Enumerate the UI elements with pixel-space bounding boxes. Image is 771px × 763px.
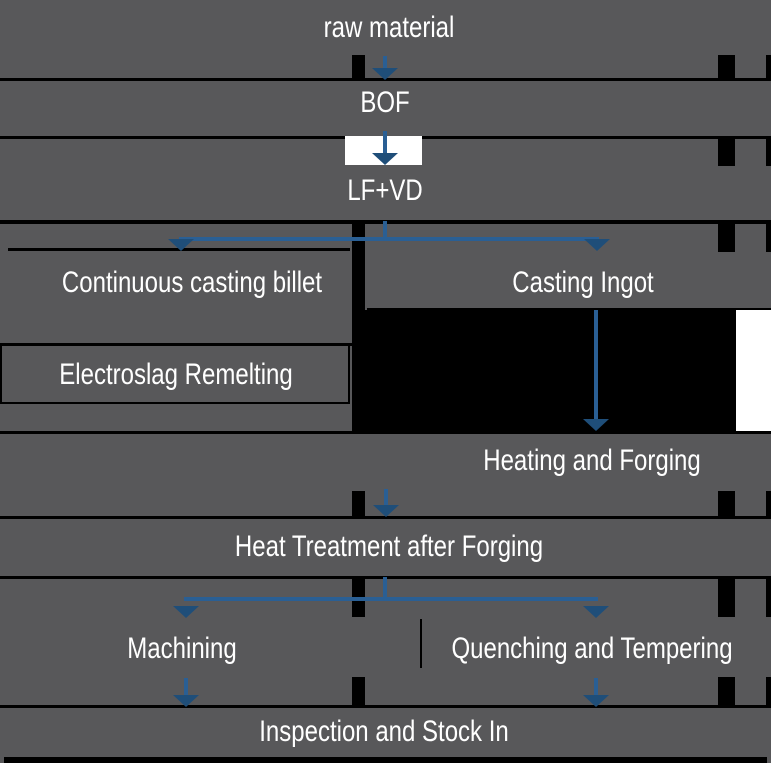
arrowhead-down-icon — [372, 68, 398, 80]
tick-mark — [718, 677, 735, 705]
node-label-continuous-casting-billet: Continuous casting billet — [61, 266, 323, 299]
machining-quenching-divider — [420, 619, 422, 668]
node-label-inspection-and-stock-in: Inspection and Stock In — [259, 715, 509, 748]
arrowhead-down-icon — [583, 695, 609, 707]
separator-line — [0, 516, 771, 519]
arrow-stem — [383, 131, 387, 156]
node-label-heating-and-forging: Heating and Forging — [483, 444, 701, 477]
arrowhead-down-icon — [372, 153, 398, 165]
tick-mark — [352, 677, 365, 705]
arrow-stem — [594, 678, 598, 697]
arrowhead-down-icon — [583, 419, 609, 431]
arrowhead-down-icon — [583, 606, 609, 618]
arrowhead-down-icon — [173, 695, 199, 707]
void-region — [352, 310, 736, 431]
arrow-stem — [383, 577, 387, 601]
arrow-stem — [594, 310, 598, 422]
node-label-casting-ingot: Casting Ingot — [512, 266, 654, 299]
white-highlight-region — [736, 310, 771, 431]
arrowhead-down-icon — [173, 606, 199, 618]
branch-line — [184, 597, 598, 601]
node-label-bof: BOF — [360, 86, 410, 119]
arrowhead-down-icon — [584, 239, 610, 251]
node-label-machining: Machining — [127, 632, 237, 665]
node-label-electroslag-remelting: Electroslag Remelting — [59, 358, 293, 391]
tick-mark — [766, 491, 771, 516]
electroslag-box — [0, 344, 350, 404]
tick-mark — [766, 579, 771, 617]
arrowhead-down-icon — [168, 239, 194, 251]
bottom-black-strip — [4, 757, 767, 763]
separator-line — [0, 431, 771, 434]
node-label-quenching-and-tempering: Quenching and Tempering — [451, 632, 733, 665]
tick-mark — [718, 223, 735, 252]
tick-mark — [718, 491, 735, 516]
node-label-raw-material: raw material — [323, 11, 455, 44]
tick-mark — [718, 579, 735, 617]
tick-mark — [352, 491, 365, 516]
tick-mark — [766, 677, 771, 705]
separator-line — [0, 705, 771, 708]
branch-line — [179, 237, 599, 241]
node-label-heat-treatment-after-forging: Heat Treatment after Forging — [234, 530, 544, 563]
arrow-stem — [383, 221, 387, 240]
arrow-stem — [383, 56, 387, 70]
tick-mark — [766, 139, 771, 166]
casting-ingot-bottom-border — [367, 308, 771, 311]
tick-mark — [766, 223, 771, 252]
arrowhead-down-icon — [373, 505, 399, 517]
node-label-lf-vd: LF+VD — [347, 174, 423, 207]
column-gap-strip — [352, 221, 365, 311]
arrow-stem — [184, 678, 188, 697]
tick-mark — [766, 55, 771, 78]
tick-mark — [352, 55, 365, 78]
arrow-stem — [384, 489, 388, 508]
tick-mark — [718, 139, 735, 166]
tick-mark — [718, 55, 735, 78]
